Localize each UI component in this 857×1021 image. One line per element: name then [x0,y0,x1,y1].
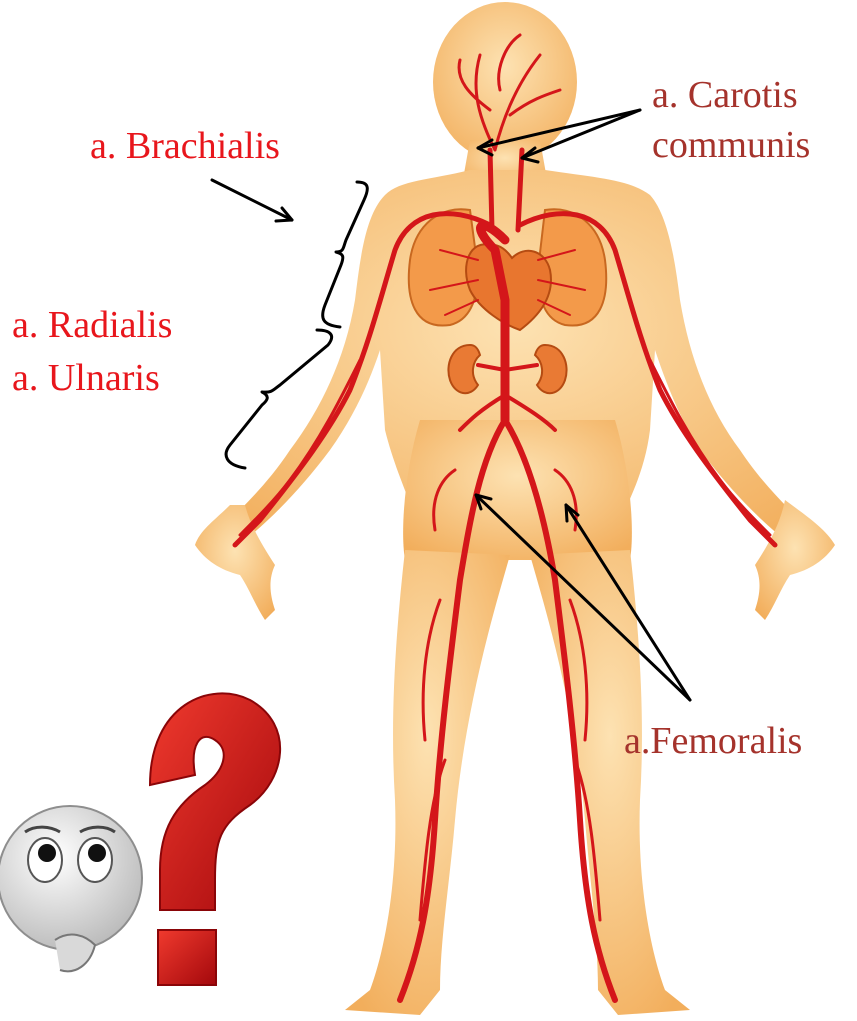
label-radialis: a. Radialis [12,302,172,348]
thinking-face-icon [0,806,142,971]
label-brachialis: a. Brachialis [90,123,280,169]
label-carotis-line1: a. Carotis [652,72,798,118]
carotid-artery-left [490,150,492,230]
question-mark-icon [150,693,280,985]
right-leg [530,550,690,1015]
label-carotis-line2: communis [652,122,810,168]
left-leg [345,550,510,1015]
brachialis-arrow [212,180,292,220]
label-ulnaris: a. Ulnaris [12,355,160,401]
label-femoralis: a.Femoralis [624,718,802,764]
head [433,2,577,162]
